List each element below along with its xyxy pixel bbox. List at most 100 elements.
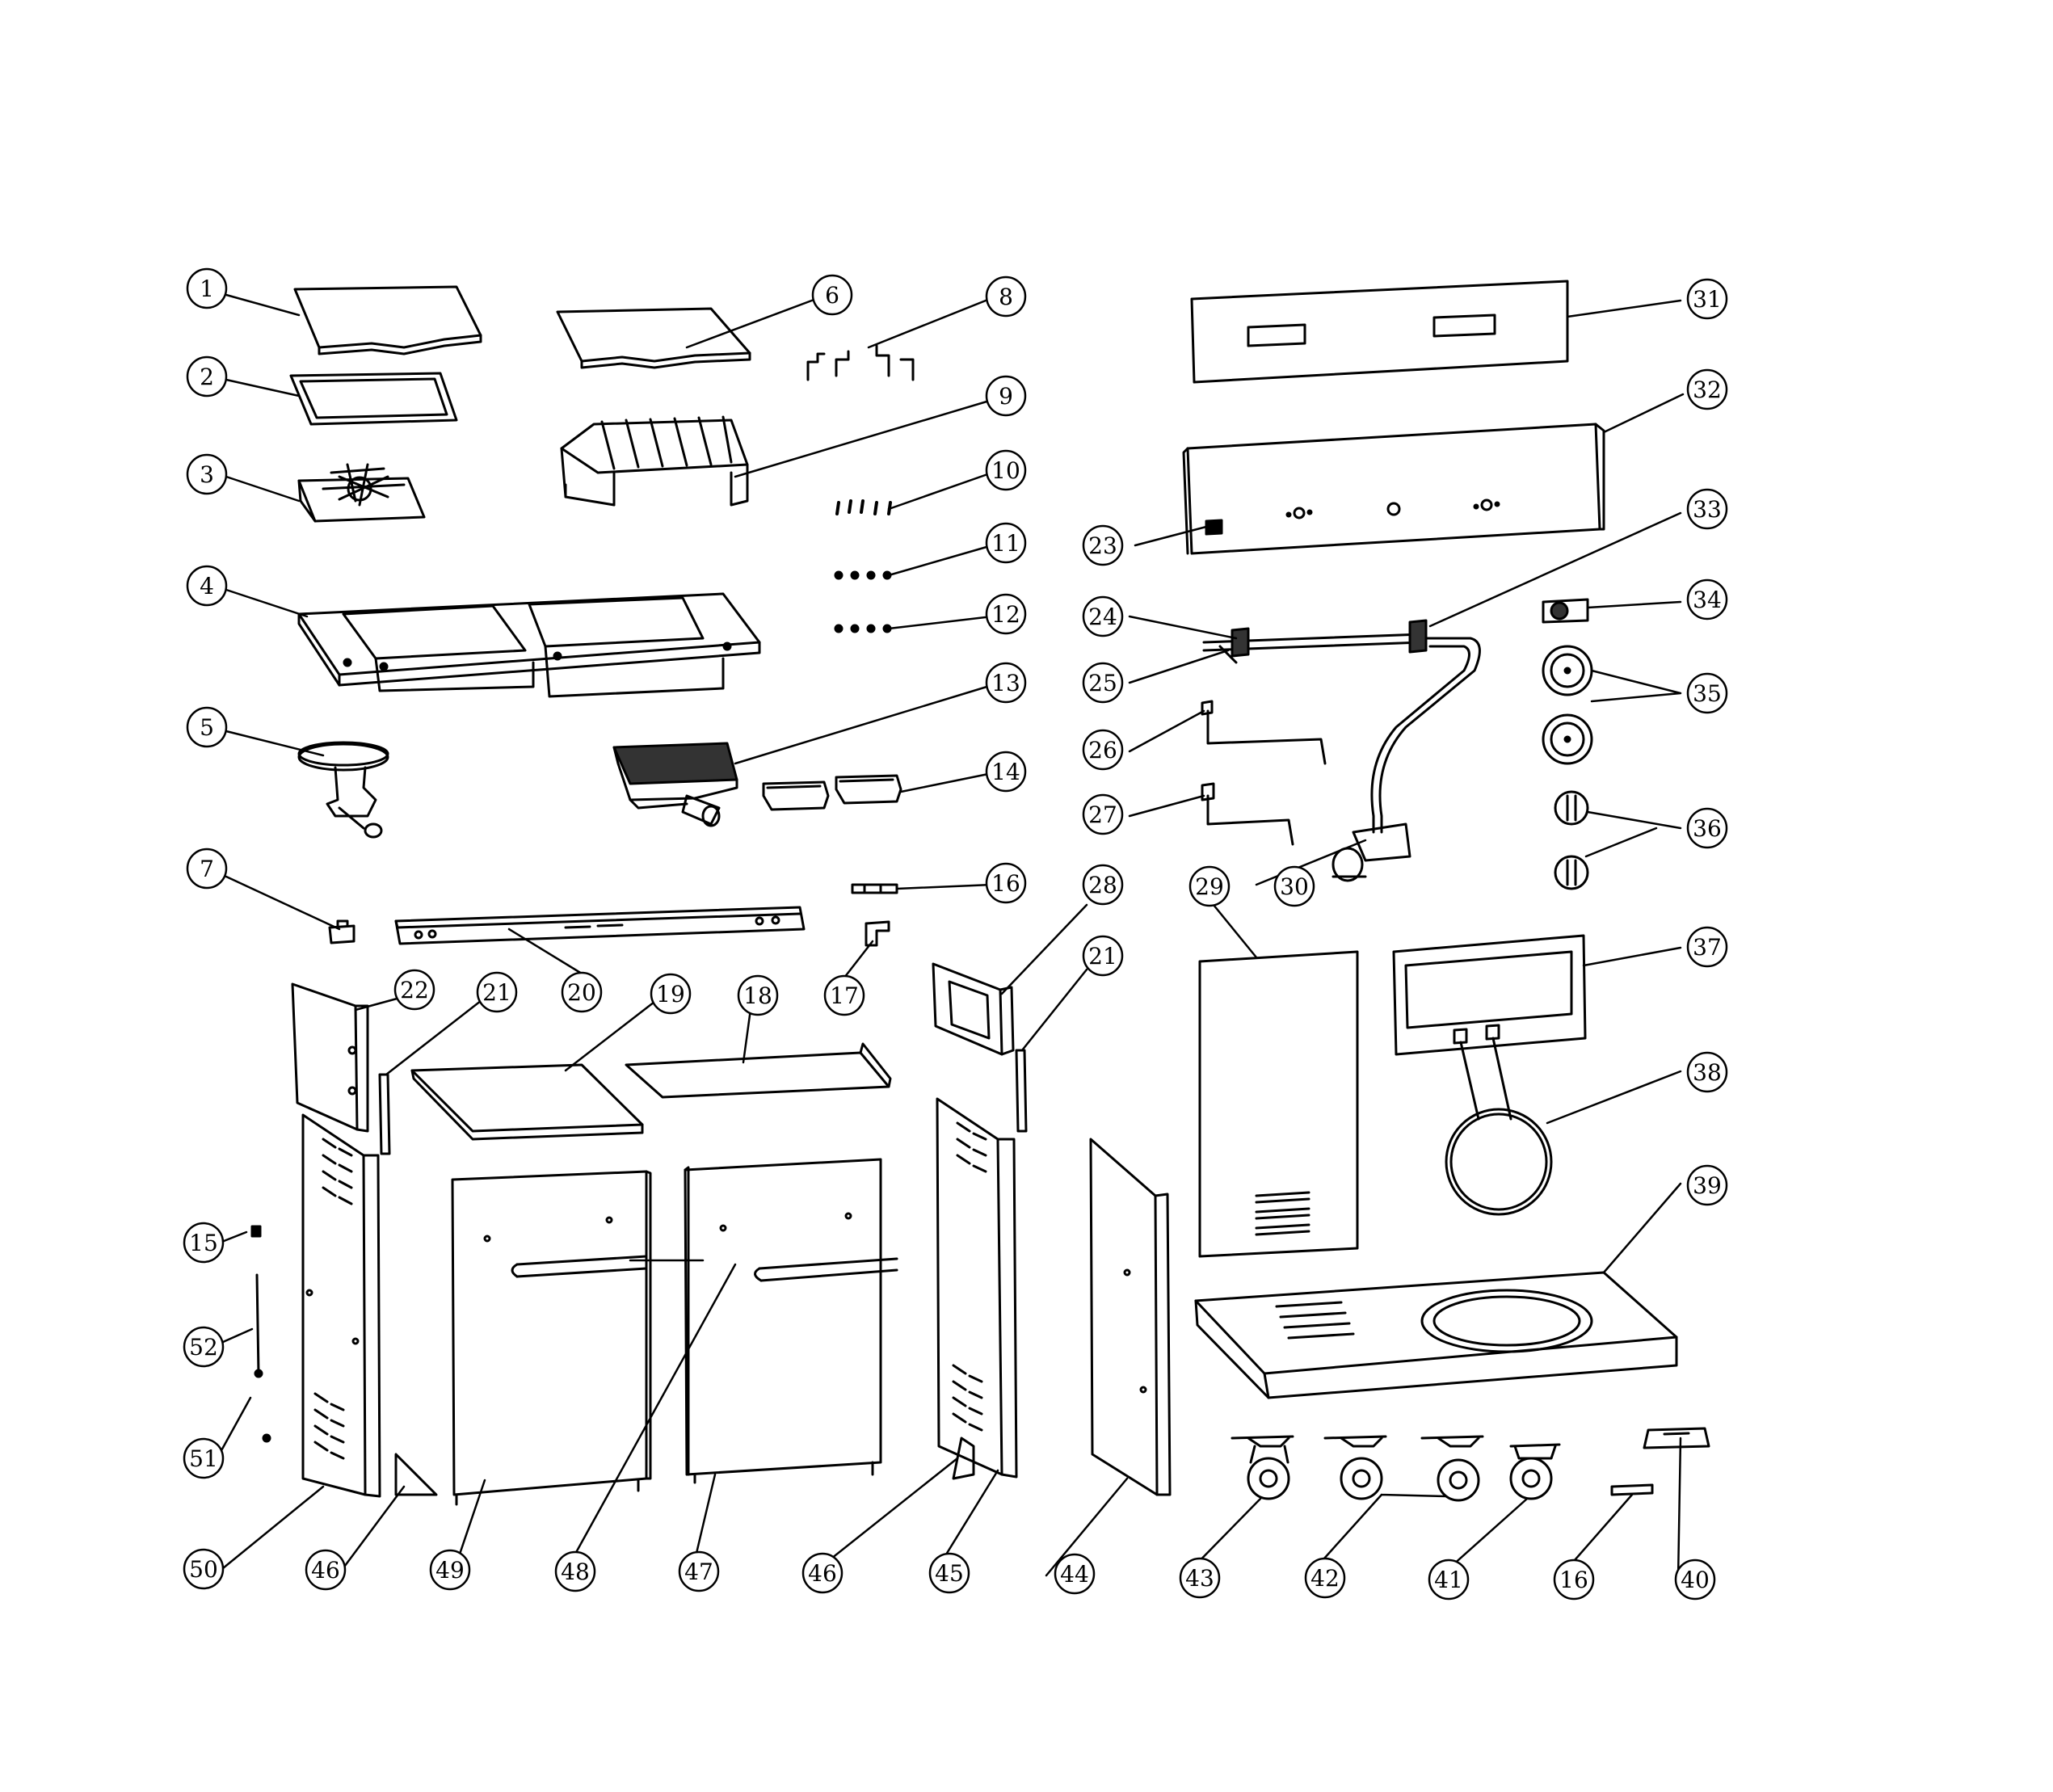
callout-circle	[1686, 926, 1728, 968]
callout-number-31: 31	[1693, 286, 1722, 313]
callout-number-51: 51	[189, 1445, 218, 1472]
callout-number-22: 22	[400, 977, 429, 1003]
part-8-hooks	[806, 344, 915, 381]
part-13-infrared-burner	[612, 742, 738, 827]
part-46-corner-bracket	[394, 1437, 975, 1496]
callout-number-12: 12	[991, 601, 1020, 628]
part-37-tank-bracket	[1392, 934, 1587, 1056]
part-26-igniter-wire	[1201, 700, 1327, 765]
part-24-25-manifold	[1202, 619, 1428, 664]
callout-circle	[823, 974, 865, 1016]
callout-number-30: 30	[1280, 873, 1309, 900]
part-9-cooking-grate	[560, 415, 749, 507]
callout-circle	[1273, 865, 1315, 907]
callout-circle	[186, 565, 228, 607]
callout-circle	[393, 969, 435, 1011]
callout-number-46: 46	[311, 1557, 340, 1584]
callout-circle	[1082, 524, 1124, 566]
callout-circle	[1082, 662, 1124, 704]
callout-number-41: 41	[1434, 1567, 1463, 1593]
callout-number-8: 8	[999, 284, 1013, 310]
callout-circle	[1054, 1553, 1096, 1595]
callout-number-47: 47	[684, 1559, 713, 1585]
callout-number-10: 10	[991, 457, 1020, 484]
callout-number-24: 24	[1088, 604, 1117, 630]
part-6-cover-lid	[556, 307, 751, 369]
part-42-caster	[1323, 1435, 1484, 1502]
callout-circle	[737, 974, 779, 1016]
callout-circle	[985, 751, 1027, 793]
part-17-bracket	[865, 920, 890, 947]
callout-number-25: 25	[1088, 670, 1117, 696]
part-4-cooktop-frame	[297, 592, 761, 698]
callout-circle	[1082, 595, 1124, 637]
callout-number-26: 26	[1088, 737, 1117, 763]
callout-number-40: 40	[1681, 1567, 1710, 1593]
part-20-front-rail	[394, 906, 806, 945]
callout-number-9: 9	[999, 383, 1013, 410]
callout-circle	[1674, 1559, 1716, 1601]
callout-circle	[650, 973, 692, 1015]
callout-circle	[561, 971, 603, 1013]
callout-circle	[1686, 1051, 1728, 1093]
callout-circle	[429, 1549, 471, 1591]
part-30-regulator	[1332, 822, 1411, 882]
callout-number-18: 18	[743, 982, 772, 1009]
part-16-connector-b	[1610, 1483, 1654, 1496]
callout-number-50: 50	[189, 1556, 218, 1583]
callout-circle	[985, 522, 1027, 564]
callout-number-5: 5	[200, 714, 214, 741]
callout-number-49: 49	[435, 1557, 465, 1584]
callout-number-23: 23	[1088, 532, 1117, 559]
callout-number-34: 34	[1693, 587, 1722, 613]
callout-number-6: 6	[825, 282, 839, 309]
callout-circle	[928, 1552, 970, 1594]
part-3-burner-grate	[297, 463, 426, 523]
part-45-side-panel	[936, 1097, 1018, 1479]
part-35-bezels	[1542, 645, 1593, 765]
part-32-control-housing	[1182, 423, 1605, 555]
part-40-clip	[1643, 1427, 1710, 1449]
callout-number-21: 21	[1088, 943, 1117, 970]
callout-number-48: 48	[561, 1559, 590, 1585]
callout-number-43: 43	[1185, 1565, 1214, 1592]
part-18-shelf	[625, 1042, 892, 1099]
callout-circle	[1082, 729, 1124, 771]
callout-circle	[811, 274, 853, 316]
callout-circle	[801, 1552, 843, 1594]
part-52-rod	[255, 1273, 260, 1375]
part-47-door	[684, 1158, 898, 1484]
part-31-control-panel	[1190, 280, 1569, 384]
callout-number-15: 15	[189, 1230, 218, 1256]
part-36-knobs	[1554, 790, 1589, 890]
callout-circle	[1686, 488, 1728, 530]
part-33-valve-hose	[1370, 637, 1481, 834]
part-5-side-burner	[297, 741, 389, 839]
callout-circle	[985, 276, 1027, 318]
part-23-igniter-button	[1205, 519, 1223, 536]
callout-circle	[186, 355, 228, 398]
part-19-shelf	[410, 1063, 644, 1141]
part-10-screws	[835, 499, 892, 515]
callout-number-29: 29	[1195, 873, 1224, 900]
callout-number-45: 45	[935, 1560, 964, 1587]
callout-circle	[186, 706, 228, 748]
callout-circle	[183, 1437, 225, 1479]
part-34-battery-box	[1542, 598, 1589, 624]
part-49-door	[451, 1170, 652, 1506]
callout-circle	[1082, 793, 1124, 835]
part-15-screw	[250, 1225, 262, 1238]
callout-circle	[186, 267, 228, 309]
callout-circle	[1686, 278, 1728, 320]
part-51-pin	[254, 1369, 271, 1443]
callout-number-37: 37	[1693, 934, 1722, 961]
part-38-tank-ring	[1445, 1037, 1553, 1216]
callout-number-4: 4	[200, 573, 214, 599]
callout-number-13: 13	[991, 670, 1020, 696]
part-1-cover-lid	[293, 285, 482, 355]
callout-number-2: 2	[200, 364, 214, 390]
callout-number-14: 14	[991, 759, 1020, 785]
